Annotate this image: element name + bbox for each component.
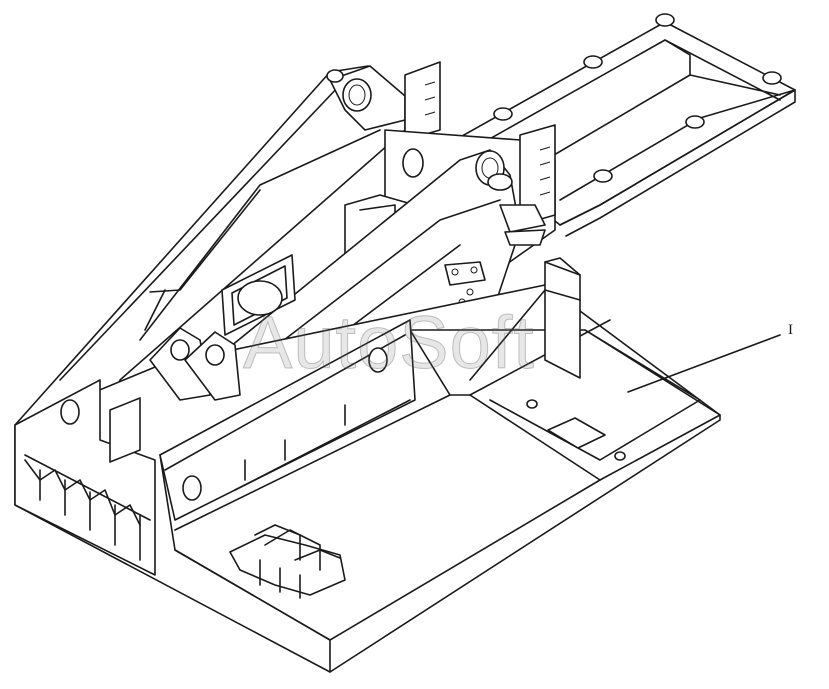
inspection-window	[221, 254, 296, 336]
floor-brackets	[229, 524, 346, 599]
left-boom-beam	[14, 61, 441, 431]
right-bin	[469, 257, 581, 381]
callout-label: I	[788, 322, 793, 338]
callout-leader-line	[627, 334, 781, 393]
hinge-lugs	[149, 327, 241, 401]
side-rail-plate	[159, 319, 416, 521]
left-front-box	[14, 379, 156, 576]
